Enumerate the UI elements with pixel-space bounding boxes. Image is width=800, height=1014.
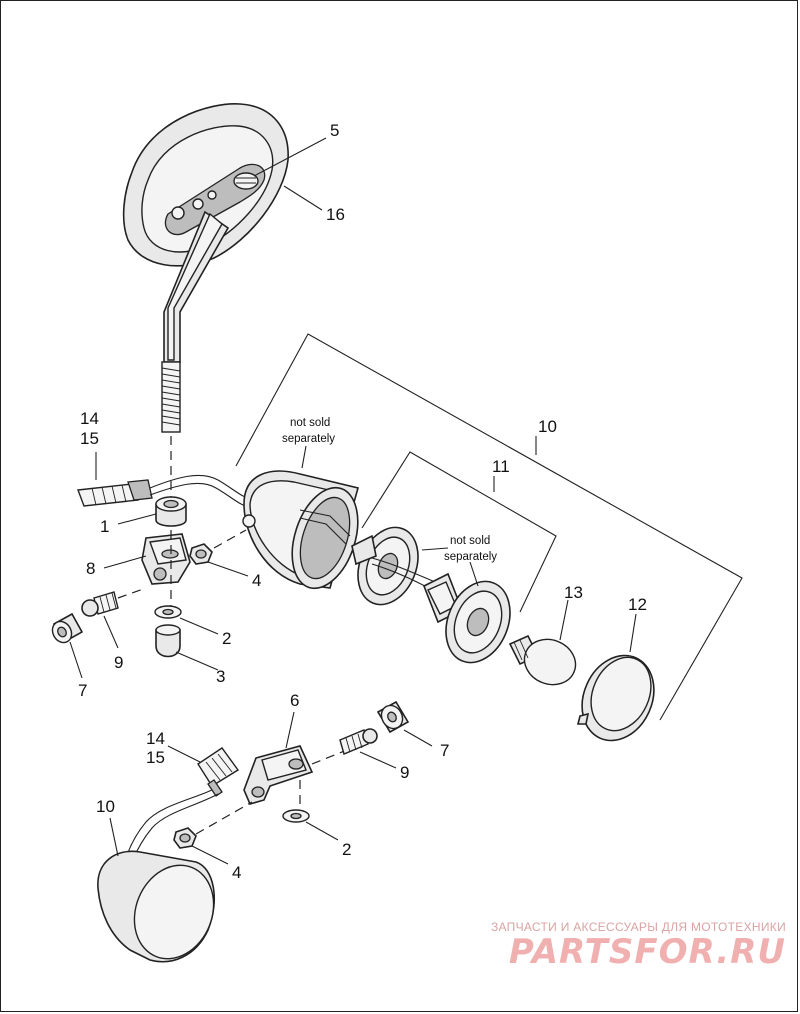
thread-lines: [161, 367, 181, 426]
callout-2-upper: 2: [222, 629, 231, 648]
spacer-1: [155, 496, 187, 527]
callout-15-upper: 15: [80, 429, 99, 448]
callout-11: 11: [492, 457, 510, 476]
callout-12: 12: [628, 595, 647, 614]
bracket-6: [243, 745, 314, 805]
mirror-screw-small: [207, 190, 217, 200]
note-leader-2: [421, 547, 449, 551]
mirror-assembly: [122, 103, 289, 433]
lens-12: [576, 654, 655, 742]
bulb-13: [508, 634, 577, 686]
mirror-stud-thread: [161, 361, 181, 433]
callout-7-lower: 7: [440, 741, 449, 760]
acorn-nut-3: [155, 624, 181, 658]
callout-1: 1: [100, 517, 109, 536]
note-not-sold-1-line2: separately: [282, 433, 335, 445]
nut-4-upper: [189, 543, 213, 565]
callout-10-upper: 10: [538, 417, 557, 436]
connector-lower: [125, 747, 240, 863]
plug-7-lower: [376, 700, 410, 734]
mirror-screw-left: [171, 206, 185, 220]
callout-bracket-10: [235, 333, 743, 721]
callout-14-upper: 14: [80, 409, 99, 428]
callout-10-lower: 10: [96, 797, 115, 816]
lamp-socket-bulb-holder: [422, 572, 511, 664]
callout-15-lower: 15: [146, 748, 165, 767]
plug-7-upper: [51, 612, 84, 644]
mirror-hole: [192, 198, 204, 210]
lamp-housing-lower: [97, 850, 215, 963]
callout-5: 5: [330, 121, 339, 140]
mirror-stem-face: [167, 212, 223, 361]
callout-13: 13: [564, 583, 583, 602]
washer-2-lower: [282, 809, 310, 823]
note-leader-1: [301, 445, 307, 469]
connector-upper: [77, 474, 253, 509]
callout-4-upper: 4: [252, 571, 261, 590]
setscrew-9-lower: [339, 728, 378, 755]
callout-9-lower: 9: [400, 763, 409, 782]
callout-6: 6: [290, 691, 299, 710]
nut-4-lower: [173, 827, 197, 849]
callout-2-lower: 2: [342, 840, 351, 859]
callout-7-upper: 7: [78, 681, 87, 700]
watermark: ЗАПЧАСТИ И АКСЕССУАРЫ ДЛЯ МОТОТЕХНИКИ PA…: [491, 920, 786, 970]
mirror-screw-5: [233, 172, 259, 190]
note-not-sold-2-line1: not sold: [450, 535, 490, 547]
watermark-logo: PARTSFOR.RU: [508, 932, 786, 972]
note-not-sold-1-line1: not sold: [290, 417, 330, 429]
watermark-tagline: ЗАПЧАСТИ И АКСЕССУАРЫ ДЛЯ МОТОТЕХНИКИ: [490, 920, 786, 934]
lamp-socket-gasket: [351, 526, 419, 606]
callout-3: 3: [216, 667, 225, 686]
callout-9-upper: 9: [114, 653, 123, 672]
setscrew-9-upper: [81, 591, 119, 617]
lamp-housing-upper: [242, 470, 359, 590]
callout-4-lower: 4: [232, 863, 241, 882]
note-not-sold-2-line2: separately: [444, 551, 497, 563]
callout-14-lower: 14: [146, 729, 165, 748]
washer-2-upper: [154, 605, 182, 619]
callout-16: 16: [326, 205, 345, 224]
bracket-8: [141, 533, 191, 585]
callout-bracket-11: [361, 451, 557, 613]
callout-8: 8: [86, 559, 95, 578]
